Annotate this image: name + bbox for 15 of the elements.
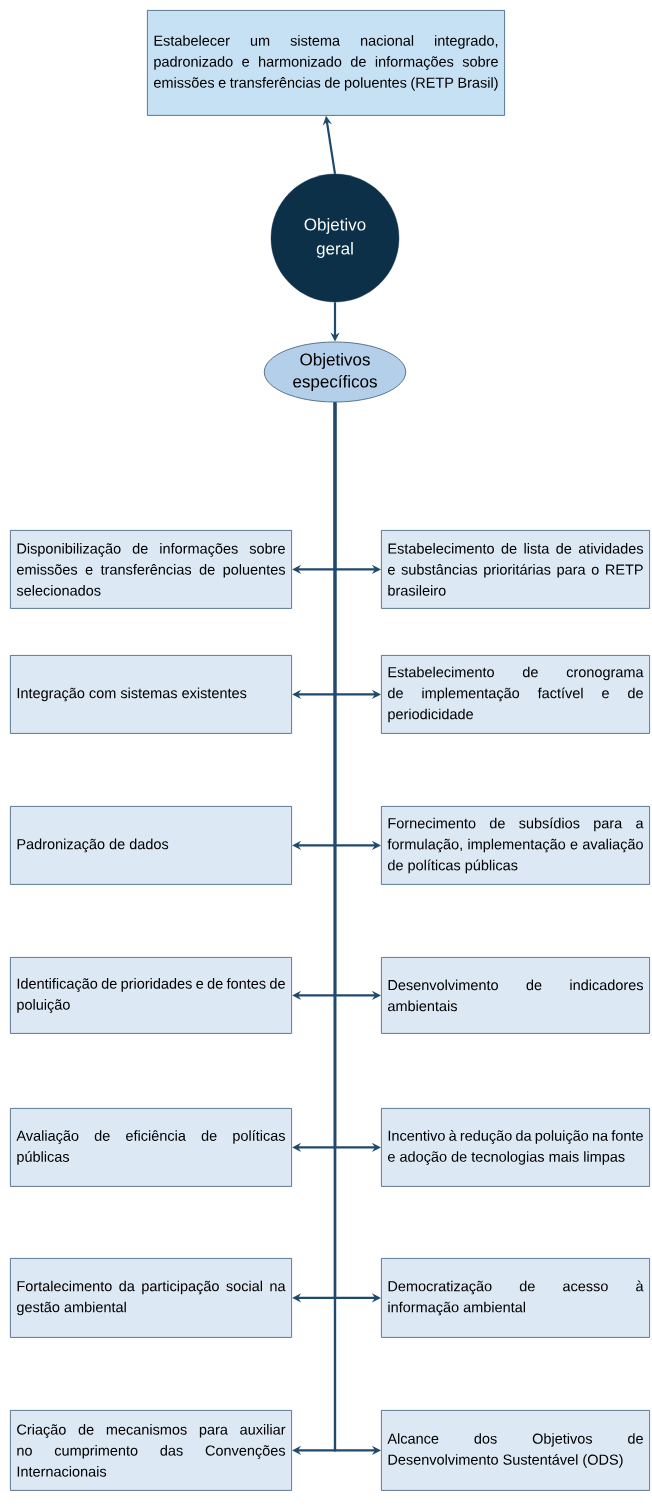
- objective-box: Integração com sistemas existentes: [10, 655, 292, 734]
- objective-box: Alcance dos Objetivos de Desenvolvimento Sustentável (ODS): [381, 1410, 650, 1491]
- objective-box: Estabelecimento de lista de atividades e substâncias prioritárias para o RETP brasileiro: [381, 530, 650, 609]
- objective-box: Fornecimento de subsídios para a formulação, implementação e avaliação de políticas públicas: [381, 806, 650, 885]
- objective-box: Democratização de acesso à informação ambiental: [381, 1258, 650, 1338]
- objective-box: Incentivo à redução da poluição na fonte e adoção de tecnologias mais limpas: [381, 1108, 650, 1187]
- objective-box: Avaliação de eficiência de políticas públicas: [10, 1108, 292, 1187]
- objective-box: Identificação de prioridades e de fontes de poluição: [10, 957, 292, 1034]
- objective-box: Desenvolvimento de indicadores ambientais: [381, 957, 650, 1034]
- goal-box: Estabelecer um sistema nacional integrado, padronizado e harmonizado de informações sobre emissões e transferências de poluentes (RETP Brasil): [147, 10, 505, 116]
- objective-box: Fortalecimento da participação social na gestão ambiental: [10, 1258, 292, 1338]
- objective-box: Padronização de dados: [10, 806, 292, 885]
- objective-box: Disponibilização de informações sobre emissões e transferências de poluentes selecionados: [10, 530, 292, 609]
- objective-box: Criação de mecanismos para auxiliar no cumprimento das Convenções Internacionais: [10, 1410, 292, 1491]
- objective-box: Estabelecimento de cronograma de implementação factível e de periodicidade: [381, 655, 650, 734]
